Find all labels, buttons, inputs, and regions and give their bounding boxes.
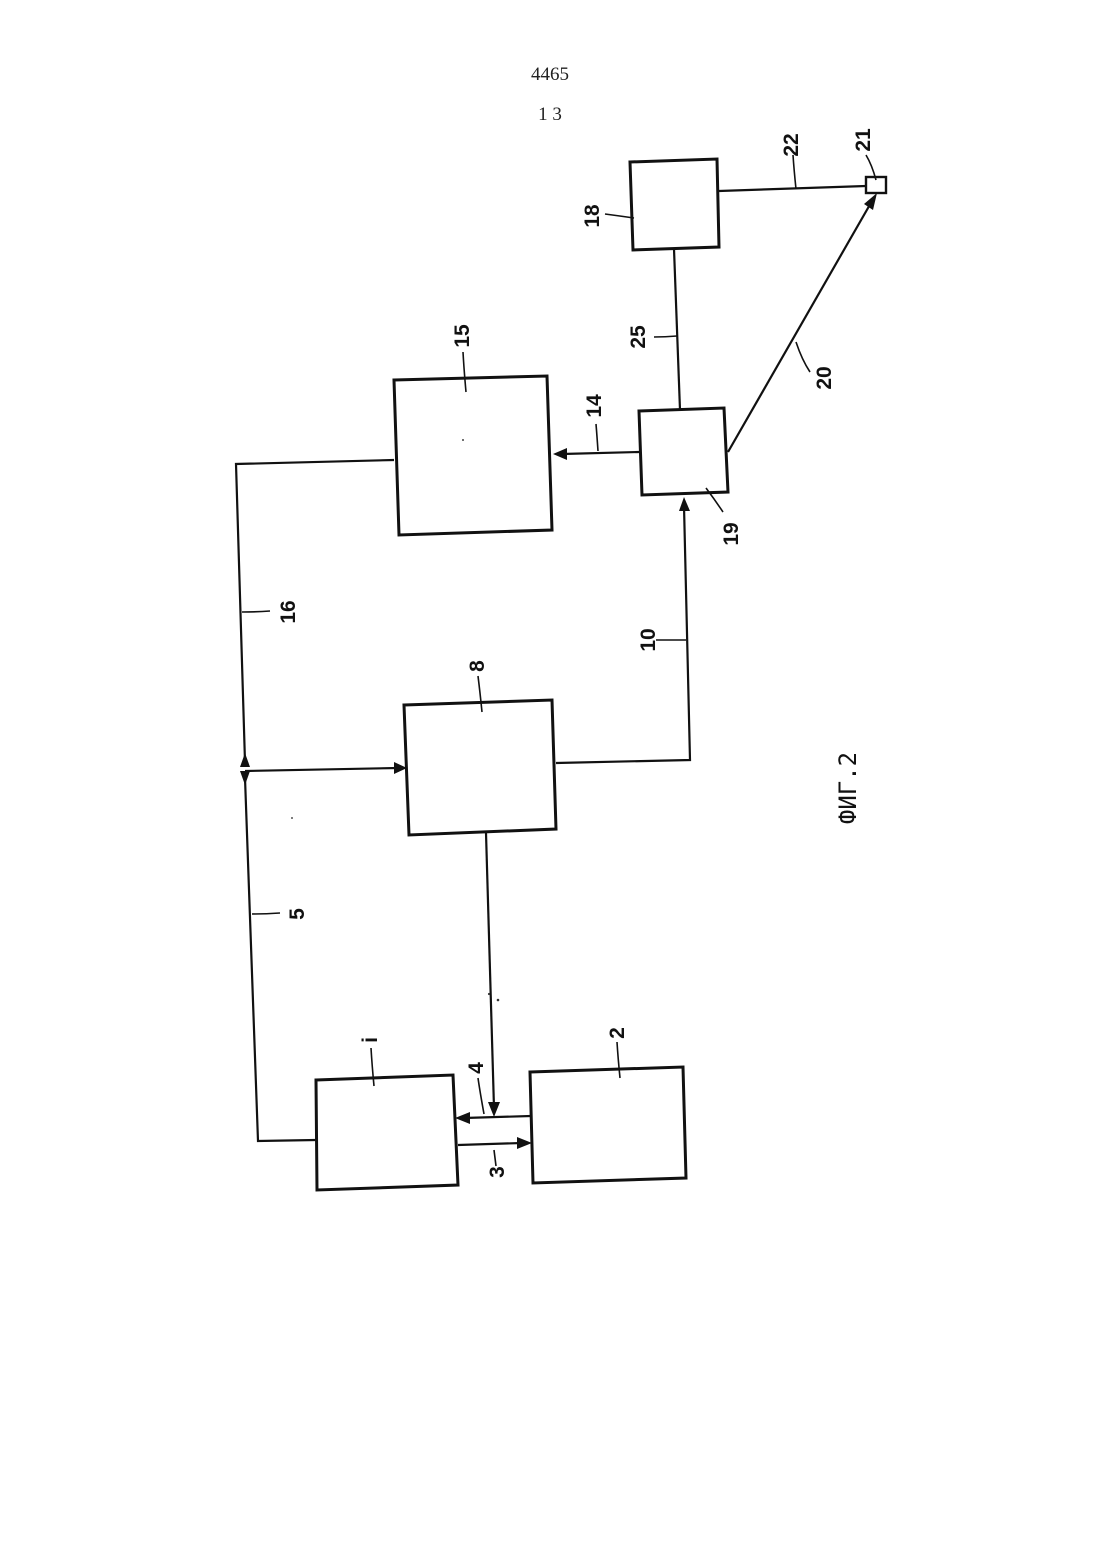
label-line-20: 20: [813, 366, 836, 389]
line-14: [562, 452, 639, 454]
label-block-18: 18: [581, 204, 604, 228]
arrow-junction-down: [240, 771, 250, 785]
leader-20: [796, 342, 810, 372]
arrow-into-1: [455, 1112, 470, 1124]
label-line-25: 25: [627, 325, 650, 349]
leader-2: [617, 1042, 620, 1078]
leader-25: [654, 336, 677, 337]
line-20: [728, 201, 872, 452]
line-4: [464, 1116, 531, 1118]
label-line-22: 22: [780, 133, 803, 156]
leader-3: [494, 1150, 496, 1166]
line-3: [458, 1143, 522, 1145]
label-block-8: 8: [466, 660, 489, 672]
label-block-2: 2: [606, 1027, 629, 1039]
leader-14: [596, 424, 598, 451]
arrow-into-21: [864, 193, 877, 210]
leader-15: [463, 352, 466, 392]
leader-18: [605, 214, 634, 218]
scan-speck: [462, 439, 464, 441]
block-15: [394, 376, 552, 535]
label-block-19: 19: [720, 522, 743, 545]
line-22: [719, 186, 866, 191]
arrow-into-15: [553, 448, 567, 460]
label-line-16: 16: [277, 600, 300, 623]
label-block-21: 21: [852, 128, 875, 152]
label-line-14: 14: [583, 394, 606, 418]
arrow-into-2: [517, 1137, 532, 1149]
leader-16: [242, 611, 270, 612]
scan-speck: [291, 817, 293, 819]
block-8: [404, 700, 556, 835]
leader-4: [478, 1078, 484, 1114]
line-junction-to-8: [245, 768, 398, 771]
label-line-3: 3: [486, 1166, 509, 1178]
label-block-15: 15: [451, 324, 474, 348]
leader-1: [371, 1048, 374, 1086]
label-line-5: 5: [286, 908, 309, 920]
line-10: [556, 506, 690, 763]
block-19: [639, 408, 728, 495]
block-1: [316, 1075, 458, 1190]
leader-5: [252, 913, 280, 914]
leader-8: [478, 676, 482, 712]
arrow-down-to-4: [488, 1102, 500, 1117]
label-line-4: 4: [465, 1062, 488, 1074]
arrow-into-19: [679, 497, 690, 511]
figure-caption: ФИГ.2: [834, 752, 862, 824]
arrow-junction-up: [240, 753, 250, 767]
scan-speck: [497, 999, 500, 1002]
line-25: [674, 249, 680, 410]
scan-speck: [488, 993, 490, 995]
line-5: [245, 778, 316, 1141]
block-18: [630, 159, 719, 250]
leader-22: [793, 155, 796, 189]
label-line-10: 10: [637, 628, 660, 651]
block-2: [530, 1067, 686, 1183]
label-block-1: i: [359, 1037, 382, 1043]
